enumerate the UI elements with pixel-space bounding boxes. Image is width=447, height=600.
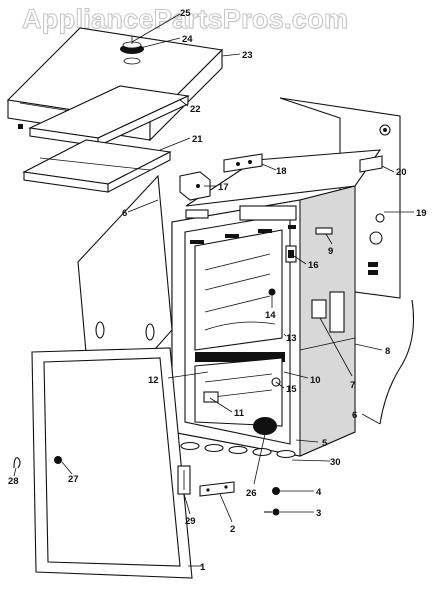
callout-6-right: 6	[352, 410, 357, 421]
part-11	[203, 391, 219, 403]
callout-28: 28	[8, 476, 19, 487]
callout-25: 25	[180, 8, 191, 19]
knob-part-26	[253, 417, 277, 435]
callout-26: 26	[246, 488, 257, 499]
callout-5: 5	[322, 438, 328, 449]
vent-part-24	[120, 41, 144, 65]
callout-1: 1	[200, 562, 206, 573]
callout-18: 18	[276, 166, 287, 177]
callout-7: 7	[350, 380, 355, 391]
callout-13: 13	[286, 333, 297, 344]
callout-19: 19	[416, 208, 427, 219]
bracket-part-18	[223, 153, 263, 173]
callout-20: 20	[396, 167, 407, 178]
top-insulation-blocks	[185, 205, 333, 235]
callout-24: 24	[182, 34, 193, 45]
wire-part-6-right	[379, 299, 415, 425]
callout-labels: 1 2 3 4 5 6 6 7 8 9 10 11 12 13 14 15 16…	[8, 8, 427, 573]
callout-9: 9	[328, 246, 333, 257]
screw-part-3	[264, 508, 280, 516]
part-16	[285, 245, 297, 263]
door-frame-part-1	[31, 347, 193, 579]
callout-10: 10	[310, 375, 321, 386]
leader-lines	[13, 13, 414, 567]
bracket-part-29	[177, 465, 191, 495]
callout-27: 27	[68, 474, 79, 485]
callout-8: 8	[385, 346, 390, 357]
callout-16: 16	[308, 260, 319, 271]
callout-11: 11	[234, 408, 245, 419]
callout-17: 17	[218, 182, 229, 193]
baffle-part-21	[22, 139, 172, 193]
bracket-part-2	[199, 481, 235, 497]
watermark: AppliancePartsPros.com	[21, 4, 349, 35]
hinge-part-28	[13, 457, 21, 469]
callout-6-left: 6	[122, 208, 127, 219]
callout-29: 29	[185, 516, 196, 527]
callout-12: 12	[148, 375, 159, 386]
callout-30: 30	[330, 457, 341, 468]
block-part-17	[179, 171, 211, 201]
callout-15: 15	[286, 384, 297, 395]
top-frame-part-20	[185, 149, 383, 207]
oven-body-part-5	[171, 185, 356, 459]
clip-part-27	[54, 456, 62, 464]
baffle-part-22	[28, 85, 190, 147]
callout-14: 14	[265, 310, 276, 321]
callout-21: 21	[192, 134, 203, 145]
nut-part-4	[272, 487, 280, 495]
callout-2: 2	[230, 524, 235, 535]
callout-23: 23	[242, 50, 253, 61]
callout-22: 22	[190, 104, 201, 115]
callout-3: 3	[316, 508, 321, 519]
callout-4: 4	[316, 487, 322, 498]
